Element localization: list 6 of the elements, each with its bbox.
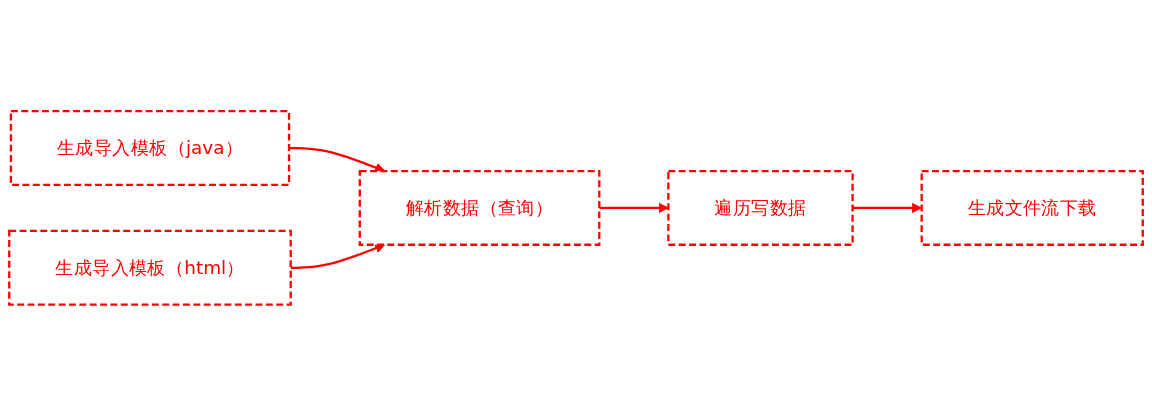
node-box: 解析数据（查询）: [358, 169, 601, 246]
node-box: 遍历写数据: [667, 169, 854, 246]
arrow: [599, 202, 669, 213]
node-box: 生成导入模板（java）: [9, 109, 291, 186]
node-box: 生成文件流下载: [920, 169, 1144, 246]
node-box: 生成导入模板（html）: [8, 229, 292, 306]
